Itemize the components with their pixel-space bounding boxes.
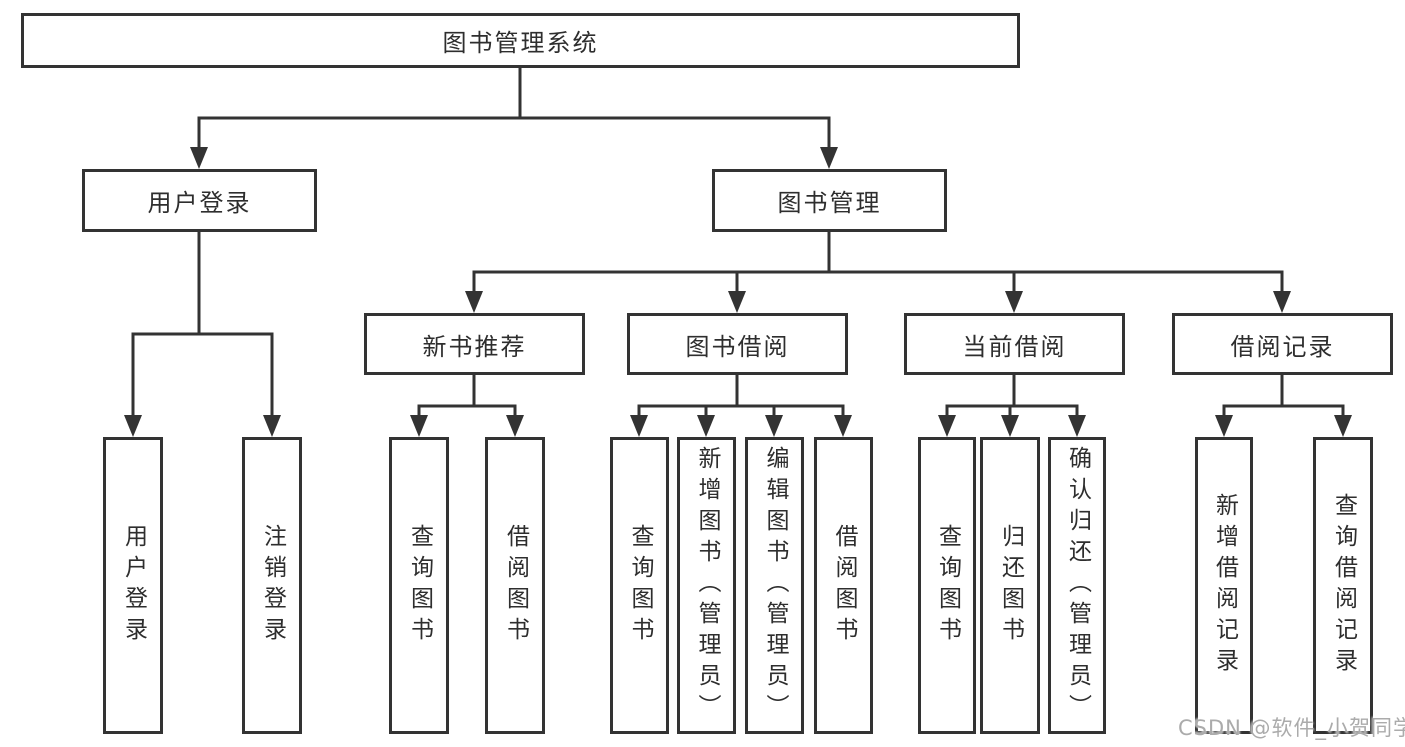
- arrowhead: [765, 415, 783, 437]
- node-new-book-recommend: 新书推荐: [364, 313, 585, 375]
- arrowhead: [1334, 415, 1352, 437]
- arrowhead: [1001, 415, 1019, 437]
- leaf-query-borrow-record: 查询借阅记录: [1313, 437, 1373, 734]
- node-book-management: 图书管理: [712, 169, 947, 232]
- connector-recommend-to-leaves: [417, 373, 517, 420]
- leaf-add-books-admin: 新增图书（管理员）: [677, 437, 736, 734]
- connector-bookmgmt-to-level3: [472, 230, 1284, 296]
- leaf-add-borrow-record-label: 新增借阅记录: [1211, 492, 1238, 679]
- arrowhead: [190, 147, 208, 169]
- connector-userlogin-to-leaves: [131, 230, 274, 420]
- node-user-login: 用户登录: [82, 169, 317, 232]
- arrowhead: [728, 291, 746, 313]
- arrowhead: [834, 415, 852, 437]
- node-current-borrow-label: 当前借阅: [962, 332, 1067, 361]
- node-borrow-records: 借阅记录: [1172, 313, 1393, 375]
- leaf-edit-books-admin-label: 编辑图书（管理员）: [762, 446, 788, 725]
- leaf-edit-books-admin: 编辑图书（管理员）: [745, 437, 804, 734]
- leaf-logout-login-label: 注销登录: [259, 523, 286, 648]
- node-root: 图书管理系统: [21, 13, 1020, 68]
- leaf-add-books-admin-label: 新增图书（管理员）: [694, 446, 720, 725]
- leaf-confirm-return-admin: 确认归还（管理员）: [1048, 437, 1106, 734]
- node-current-borrow: 当前借阅: [904, 313, 1125, 375]
- arrowhead: [938, 415, 956, 437]
- node-book-management-label: 图书管理: [777, 189, 882, 217]
- leaf-borrow-query-books: 查询图书: [610, 437, 669, 734]
- leaf-logout-login: 注销登录: [242, 437, 302, 734]
- arrowhead: [506, 415, 524, 437]
- node-book-borrow-label: 图书借阅: [685, 332, 790, 361]
- leaf-borrow-books-label: 借阅图书: [831, 523, 857, 648]
- leaf-recommend-query-books: 查询图书: [389, 437, 449, 734]
- arrowhead: [263, 415, 281, 437]
- leaf-user-login: 用户登录: [103, 437, 163, 734]
- node-book-borrow: 图书借阅: [627, 313, 848, 375]
- connector-current-to-leaves: [945, 373, 1079, 420]
- leaf-user-login-label: 用户登录: [120, 523, 147, 648]
- connector-records-to-leaves: [1222, 373, 1345, 420]
- node-new-book-recommend-label: 新书推荐: [422, 332, 527, 361]
- arrowhead: [410, 415, 428, 437]
- csdn-watermark: CSDN @软件_小贺同学: [1178, 716, 1405, 740]
- arrowhead: [124, 415, 142, 437]
- leaf-return-books: 归还图书: [980, 437, 1040, 734]
- arrowhead: [1273, 291, 1291, 313]
- arrowhead: [697, 415, 715, 437]
- arrowhead: [1068, 415, 1086, 437]
- leaf-add-borrow-record: 新增借阅记录: [1195, 437, 1253, 734]
- arrowhead: [820, 147, 838, 169]
- arrowhead: [1215, 415, 1233, 437]
- leaf-confirm-return-admin-label: 确认归还（管理员）: [1064, 446, 1091, 725]
- leaf-recommend-query-books-label: 查询图书: [406, 523, 433, 648]
- arrowhead: [1005, 291, 1023, 313]
- leaf-current-query-books-label: 查询图书: [934, 523, 961, 648]
- leaf-return-books-label: 归还图书: [997, 523, 1024, 648]
- connector-root-to-level2: [197, 66, 831, 152]
- node-root-label: 图书管理系统: [442, 29, 599, 57]
- node-user-login-label: 用户登录: [147, 189, 252, 217]
- leaf-current-query-books: 查询图书: [918, 437, 976, 734]
- leaf-recommend-borrow-books-label: 借阅图书: [502, 523, 529, 648]
- leaf-query-borrow-record-label: 查询借阅记录: [1330, 492, 1357, 679]
- node-borrow-records-label: 借阅记录: [1230, 332, 1335, 361]
- arrowhead: [630, 415, 648, 437]
- leaf-borrow-query-books-label: 查询图书: [627, 523, 653, 648]
- connector-borrow-to-leaves: [637, 373, 845, 420]
- leaf-recommend-borrow-books: 借阅图书: [485, 437, 545, 734]
- arrowhead: [465, 291, 483, 313]
- leaf-borrow-books: 借阅图书: [814, 437, 873, 734]
